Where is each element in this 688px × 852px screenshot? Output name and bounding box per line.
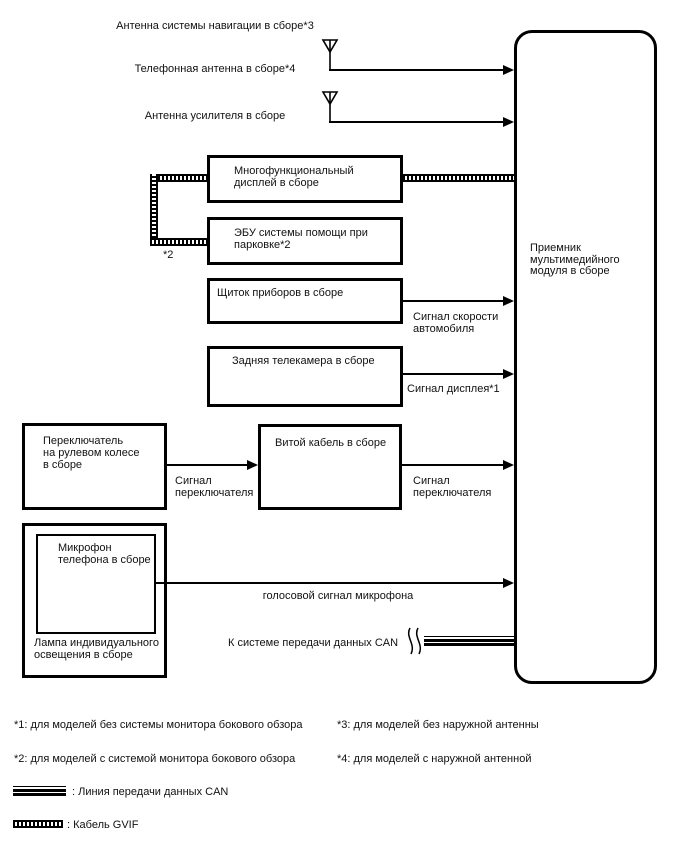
can-link-label: К системе передачи данных CAN xyxy=(228,637,399,649)
switch-signal-wire-1 xyxy=(167,464,248,466)
instrument-cluster-box: Щиток приборов в сборе xyxy=(207,278,403,324)
legend-gvif-label: : Кабель GVIF xyxy=(67,819,139,831)
antenna1-wire xyxy=(329,69,505,71)
arrowhead-icon xyxy=(503,65,514,75)
parking-ecu-label: ЭБУ системы помощи при парковке*2 xyxy=(234,227,368,251)
receiver-box xyxy=(514,30,657,684)
antenna-icon xyxy=(321,91,339,123)
gvif-cable-left-vertical xyxy=(150,174,158,246)
gvif-cable-left-bottom xyxy=(150,238,207,246)
footnote-3: *3: для моделей без наружной антенны xyxy=(337,719,539,731)
break-mark-icon xyxy=(408,627,421,655)
footnote-4: *4: для моделей с наружной антенной xyxy=(337,753,532,765)
receiver-label: Приемник мультимедийного модуля в сборе xyxy=(530,242,620,277)
lamp-label: Лампа индивидуального освещения в сборе xyxy=(34,637,159,661)
switch-signal-label-2: Сигнал переключателя xyxy=(413,475,492,499)
footnote-1: *1: для моделей без системы монитора бок… xyxy=(14,719,303,731)
arrowhead-icon xyxy=(503,369,514,379)
speed-signal-wire xyxy=(403,300,504,302)
arrowhead-icon xyxy=(503,117,514,127)
microphone-label: Микрофон телефона в сборе xyxy=(58,542,151,566)
parking-ecu-box: ЭБУ системы помощи при парковке*2 xyxy=(207,217,403,265)
microphone-box: Микрофон телефона в сборе xyxy=(36,534,156,634)
amp-antenna-label: Антенна усилителя в сборе xyxy=(144,110,286,122)
legend-can-line-icon xyxy=(13,786,66,796)
antenna-icon xyxy=(321,39,339,71)
legend-gvif-line-icon xyxy=(13,820,63,828)
display-signal-wire xyxy=(403,373,504,375)
rear-camera-box: Задняя телекамера в сборе xyxy=(207,346,403,407)
speed-signal-label: Сигнал скорости автомобиля xyxy=(413,311,499,335)
arrowhead-icon xyxy=(503,578,514,588)
mic-voice-label: голосовой сигнал микрофона xyxy=(262,590,414,602)
spiral-cable-label: Витой кабель в сборе xyxy=(275,437,387,449)
steering-switch-label: Переключатель на рулевом колесе в сборе xyxy=(43,435,140,471)
can-bus-line xyxy=(424,636,514,646)
spiral-cable-box: Витой кабель в сборе xyxy=(258,424,402,510)
switch-signal-label-1: Сигнал переключателя xyxy=(175,475,254,499)
rear-camera-label: Задняя телекамера в сборе xyxy=(232,355,375,367)
display-signal-label: Сигнал дисплея*1 xyxy=(407,383,500,395)
instrument-cluster-label: Щиток приборов в сборе xyxy=(217,287,344,299)
display-label: Многофункциональный дисплей в сборе xyxy=(234,165,354,189)
display-box: Многофункциональный дисплей в сборе xyxy=(207,155,403,203)
arrowhead-icon xyxy=(503,296,514,306)
mic-voice-wire xyxy=(156,582,504,584)
gvif-footnote-marker: *2 xyxy=(163,249,174,261)
gvif-cable-right xyxy=(403,174,514,182)
antenna2-wire xyxy=(329,121,505,123)
switch-signal-wire-2 xyxy=(402,464,504,466)
steering-switch-box: Переключатель на рулевом колесе в сборе xyxy=(22,423,167,510)
arrowhead-icon xyxy=(247,460,258,470)
gvif-cable-left-top xyxy=(150,174,207,182)
footnote-2: *2: для моделей с системой монитора боко… xyxy=(14,753,296,765)
arrowhead-icon xyxy=(503,460,514,470)
phone-antenna-label: Телефонная антенна в сборе*4 xyxy=(134,63,296,75)
nav-antenna-label: Антенна системы навигации в сборе*3 xyxy=(116,20,314,32)
legend-can-label: : Линия передачи данных CAN xyxy=(72,786,229,798)
